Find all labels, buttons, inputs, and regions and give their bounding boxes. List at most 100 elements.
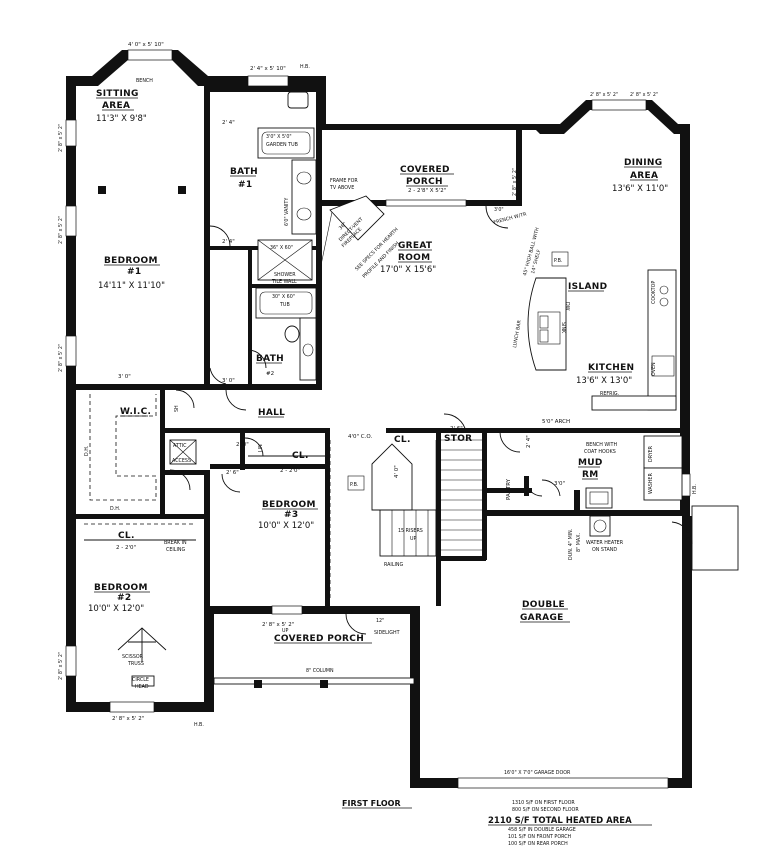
note-tile-wall: TILE WALL bbox=[271, 279, 297, 285]
door-swings bbox=[169, 205, 693, 635]
note-scissor-1: SCISSOR bbox=[122, 654, 144, 660]
fixtures bbox=[84, 91, 739, 688]
dining-title-2: AREA bbox=[630, 171, 658, 181]
note-break-ceiling-1: BREAK IN bbox=[164, 540, 187, 546]
garage-title-2: GARAGE bbox=[520, 613, 564, 623]
note-door-24-pantry: 2' 4" bbox=[526, 435, 532, 448]
note-door-24-bath1: 2' 4" bbox=[222, 120, 235, 126]
footer-line1: 1310 S/F ON FIRST FLOOR bbox=[512, 800, 575, 806]
footer-line4: 458 S/F IN DOUBLE GARAGE bbox=[508, 827, 576, 833]
bath1-title-1: BATH bbox=[230, 167, 258, 177]
closet-stair-label: CL. bbox=[394, 435, 411, 445]
note-up: UP bbox=[282, 628, 289, 634]
mud-title-1: MUD bbox=[578, 458, 603, 468]
note-sidelight-2: SIDELIGHT bbox=[374, 630, 400, 636]
note-door-30-mud: 3'0" bbox=[554, 481, 565, 487]
note-door-26-bed3: 2' 6" bbox=[226, 470, 239, 476]
garage-title-1: DOUBLE bbox=[522, 600, 565, 610]
note-pb-kitchen: P.B. bbox=[554, 258, 563, 264]
note-door-26-stor: 2' 6" bbox=[450, 426, 463, 432]
sitting-title-1: SITTING bbox=[96, 89, 139, 99]
note-bench: BENCH bbox=[136, 78, 153, 84]
note-hb-top: H.B. bbox=[300, 64, 310, 70]
note-water-heater-1: WATER HEATER bbox=[586, 540, 624, 546]
bath2-title: BATH bbox=[256, 354, 284, 364]
wic-label: W.I.C. bbox=[120, 407, 151, 417]
sitting-dims: 11'3" X 9'8" bbox=[96, 114, 147, 124]
note-win-left-1: 2' 8" x 5' 2" bbox=[58, 124, 64, 152]
note-dim-40-stair: 4' 0" bbox=[394, 465, 400, 478]
note-sh: SH bbox=[174, 405, 180, 412]
note-dw: DW bbox=[564, 302, 570, 311]
footer-line6: 100 S/F ON REAR PORCH bbox=[508, 841, 568, 847]
island-label: ISLAND bbox=[568, 282, 607, 292]
bedroom3-title-2: #3 bbox=[284, 510, 298, 520]
note-door-26-wic: 2' 6" bbox=[174, 470, 187, 476]
interior-walls bbox=[76, 86, 686, 620]
note-circle-1: CIRCLE bbox=[132, 677, 149, 683]
note-tub: 30" X 60" bbox=[272, 294, 295, 300]
note-attic-1: ATTIC bbox=[173, 443, 187, 449]
note-garden-tub-2: GARDEN TUB bbox=[266, 142, 298, 148]
footer: FIRST FLOOR 1310 S/F ON FIRST FLOOR 800 … bbox=[342, 799, 652, 847]
note-tub-2: TUB bbox=[279, 302, 290, 308]
lin-label: LIN bbox=[258, 444, 264, 452]
note-vanity: 6'0" VANITY bbox=[284, 198, 290, 226]
note-cooktop: COOKTOP bbox=[651, 281, 657, 304]
dining-title-1: DINING bbox=[624, 158, 662, 168]
note-win-dining-bay-1: 2' 8" x 5' 2" bbox=[590, 92, 618, 98]
bath1-title-2: #1 bbox=[238, 180, 252, 190]
note-win-left-2: 2' 8" x 5' 2" bbox=[58, 216, 64, 244]
note-circle-2: HEAD bbox=[135, 684, 149, 690]
note-railing: RAILING bbox=[384, 562, 404, 568]
note-dh-wic: D.H. bbox=[110, 506, 120, 512]
bedroom2-dims: 10'0" X 12'0" bbox=[88, 604, 144, 614]
note-bench-hooks-1: BENCH WITH bbox=[586, 442, 617, 448]
stor-label: STOR bbox=[444, 434, 472, 444]
bedroom2-title-2: #2 bbox=[117, 593, 131, 603]
note-shower: 36" X 60" bbox=[270, 245, 293, 251]
stair-treads bbox=[371, 439, 482, 557]
note-door-front: 3'0" bbox=[344, 610, 355, 616]
note-risers-1: 15 RISERS bbox=[398, 528, 423, 534]
bedroom3-dims: 10'0" X 12'0" bbox=[258, 521, 314, 531]
note-garden-tub: 3'0" X 5'0" bbox=[266, 134, 292, 140]
mud-title-2: RM bbox=[582, 470, 599, 480]
note-sink: SINK bbox=[560, 322, 566, 334]
rear-porch-title-2: PORCH bbox=[406, 177, 443, 187]
note-bench-hooks-2: COAT HOOKS bbox=[584, 449, 616, 455]
rear-porch-title-1: COVERED bbox=[400, 165, 450, 175]
room-labels: SITTING AREA 11'3" X 9'8" BEDROOM #1 14'… bbox=[88, 89, 668, 644]
bedroom2-title-1: BEDROOM bbox=[94, 583, 148, 593]
note-door-20-lin: 2' 0" bbox=[236, 442, 249, 448]
note-cl-dim-2: 2 - 2'0" bbox=[116, 545, 136, 551]
note-washer: WASHER bbox=[648, 473, 654, 494]
note-side-door: 3' 0" bbox=[686, 527, 692, 540]
note-top-window: 4' 0" x 5' 10" bbox=[128, 42, 164, 48]
note-risers-2: UP bbox=[410, 536, 417, 542]
kitchen-title: KITCHEN bbox=[588, 363, 634, 373]
note-win-bed2-bottom: 2' 8" x 5' 2" bbox=[112, 716, 144, 722]
note-dh-side: D.H. bbox=[84, 446, 90, 456]
note-win-left-3: 2' 8" x 5' 2" bbox=[58, 344, 64, 372]
footer-total: 2110 S/F TOTAL HEATED AREA bbox=[488, 816, 632, 826]
note-door-30-bath2: 3' 0" bbox=[222, 378, 235, 384]
note-attic-2: ACCESS bbox=[172, 458, 191, 464]
note-oven: OVEN bbox=[651, 362, 657, 376]
note-pb-hall: P.B. bbox=[350, 482, 359, 488]
bedroom1-title-1: BEDROOM bbox=[104, 256, 158, 266]
note-win-left-4: 2' 8" x 5' 2" bbox=[58, 652, 64, 680]
note-door-24-bath1b: 2' 4" bbox=[222, 239, 235, 245]
great-room-title-1: GREAT bbox=[398, 241, 433, 251]
note-break-ceiling-2: CEILING bbox=[166, 547, 185, 553]
footer-line2: 800 S/F ON SECOND FLOOR bbox=[512, 807, 579, 813]
note-duct-1: DUN. 4" MIN. bbox=[568, 529, 574, 560]
footer-title: FIRST FLOOR bbox=[342, 799, 401, 808]
note-hb-right: H.B. bbox=[692, 484, 698, 494]
note-co: 4'0" C.O. bbox=[348, 434, 372, 440]
note-win-bath-top: 2' 4" x 5' 10" bbox=[250, 66, 286, 72]
note-frame-tv-2: TV ABOVE bbox=[329, 185, 354, 191]
note-refrig: REFRIG. bbox=[600, 391, 619, 397]
note-cl-dim-1: 2 - 2'0" bbox=[280, 468, 300, 474]
